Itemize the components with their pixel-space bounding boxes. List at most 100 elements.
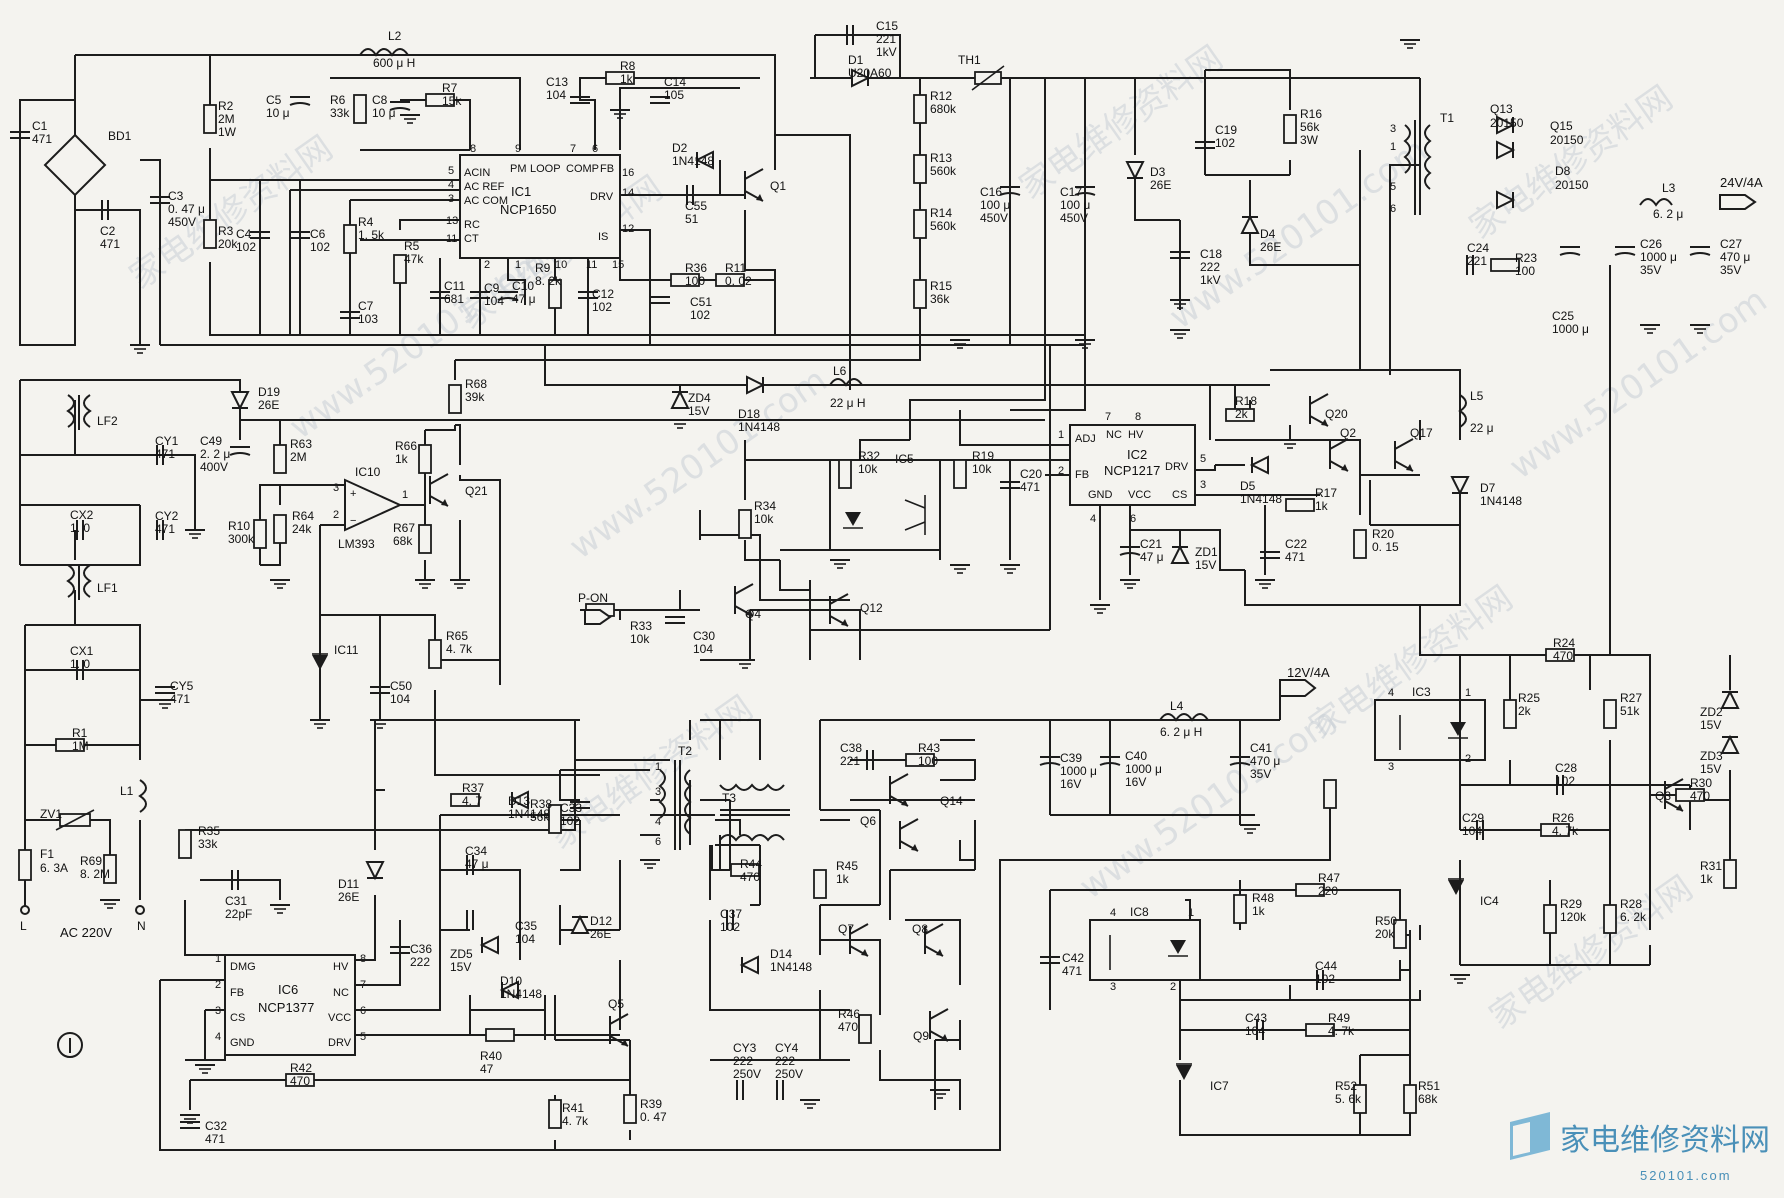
r47-label-1: 220 <box>1318 884 1338 898</box>
r13-label-1: 560k <box>930 164 957 178</box>
ground-symbol <box>640 859 660 869</box>
r52-label-1: 5. 6k <box>1335 1092 1362 1106</box>
logo-cn-text: 家电维修资料网 <box>1560 1123 1770 1158</box>
r38-label-1: 56k <box>530 810 550 824</box>
c38-label-0: C38 <box>840 741 862 755</box>
d7-label-0: D7 <box>1480 481 1496 495</box>
diode-q13x <box>1496 115 1516 135</box>
r50-label-1: 20k <box>1375 927 1395 941</box>
c42-label-1: 471 <box>1062 964 1082 978</box>
c37-label-1: 102 <box>720 920 740 934</box>
transistor-q3: Q3 <box>1655 778 1684 812</box>
r52-label-0: R52 <box>1335 1079 1357 1093</box>
ground-symbol <box>1400 39 1420 49</box>
c34-label-1: 47 μ <box>465 857 489 871</box>
svg-text:N: N <box>137 919 146 933</box>
ground-symbol <box>310 719 330 729</box>
svg-text:AC COM: AC COM <box>464 195 508 207</box>
r36-label-1: 100 <box>685 274 705 288</box>
svg-text:8: 8 <box>470 143 476 155</box>
logo-url-text: 520101.com <box>1640 1168 1732 1183</box>
c14-label-1: 105 <box>664 88 684 102</box>
cy5-label-0: CY5 <box>170 679 194 693</box>
r45-label-1: 1k <box>836 872 850 886</box>
r6-label-1: 33k <box>330 106 350 120</box>
c16-label-1: 100 μ <box>980 198 1010 212</box>
r49-label-1: 4. 7k <box>1328 1024 1355 1038</box>
r27-label-1: 51k <box>1620 704 1640 718</box>
transistor-q6: Q6 <box>860 773 909 828</box>
bridge-rectifier-bd1: BD1 <box>43 129 132 197</box>
svg-text:10: 10 <box>555 259 567 271</box>
c37-label-0: C37 <box>720 907 742 921</box>
ground-symbol <box>1240 824 1260 834</box>
svg-text:IC2: IC2 <box>1127 447 1147 462</box>
r47-label-0: R47 <box>1318 871 1340 885</box>
cy1-label-0: CY1 <box>155 434 179 448</box>
r4-label-0: R4 <box>358 215 374 229</box>
d4-label-0: D4 <box>1260 227 1276 241</box>
r40-label-1: 47 <box>480 1062 494 1076</box>
svg-text:IC6: IC6 <box>278 982 298 997</box>
r17-label-0: R17 <box>1315 486 1337 500</box>
ground-symbol <box>270 579 290 589</box>
c12-label-1: 102 <box>592 300 612 314</box>
svg-text:1: 1 <box>402 489 408 501</box>
ground-symbol <box>1090 604 1110 614</box>
r3-label-1: 20k <box>218 237 238 251</box>
q14-label-0: Q14 <box>940 794 963 808</box>
c24-label-0: C24 <box>1467 241 1489 255</box>
c10-label-1: 47 μ <box>512 292 536 306</box>
r36-label-0: R36 <box>685 261 707 275</box>
c15-label-2: 1kV <box>876 45 897 59</box>
q17-label-0: Q17 <box>1410 426 1433 440</box>
ground-symbol <box>180 1114 200 1124</box>
r39-label-0: R39 <box>640 1097 662 1111</box>
transistor-q2: Q2 <box>1329 426 1356 472</box>
ground-symbol <box>155 699 175 709</box>
c21-label-0: C21 <box>1140 537 1162 551</box>
svg-text:GND: GND <box>1088 489 1113 501</box>
ground-symbol <box>1120 579 1140 589</box>
q12-label-0: Q12 <box>860 601 883 615</box>
ic10-lm393: +− IC10 LM393 321 <box>333 465 408 551</box>
svg-text:1: 1 <box>1390 141 1396 153</box>
d12-label-0: D12 <box>590 914 612 928</box>
r2-label-0: R2 <box>218 99 234 113</box>
transistor-q4: Q4 <box>734 583 761 621</box>
svg-text:L4: L4 <box>1170 699 1184 713</box>
resistor-r53x <box>1323 779 1337 809</box>
c6-label-0: C6 <box>310 227 326 241</box>
c25-label-1: 1000 μ <box>1552 322 1589 336</box>
svg-text:CT: CT <box>464 233 479 245</box>
svg-text:CS: CS <box>1172 489 1187 501</box>
r34-label-1: 10k <box>754 512 774 526</box>
ground-symbol <box>270 904 290 914</box>
r23-label-0: R23 <box>1515 251 1537 265</box>
r65-label-0: R65 <box>446 629 468 643</box>
c10-label-0: C10 <box>512 279 534 293</box>
c18-label-0: C18 <box>1200 247 1222 261</box>
c17-label-0: C17 <box>1060 185 1082 199</box>
c5-label-0: C5 <box>266 93 282 107</box>
watermark-url: www.520101.com <box>1072 700 1344 907</box>
